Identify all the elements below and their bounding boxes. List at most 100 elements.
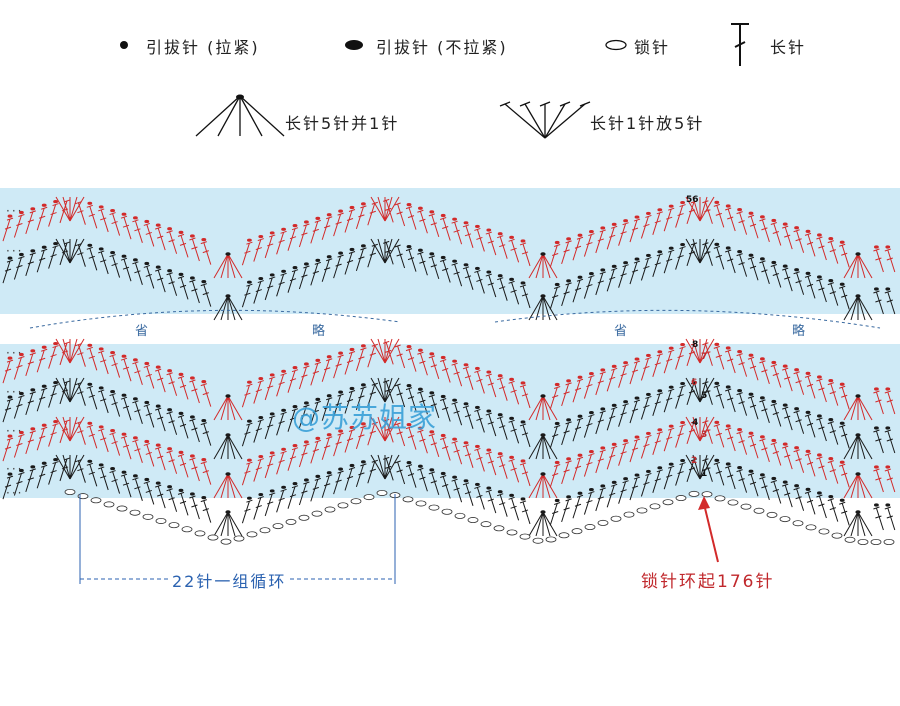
- stitch-bar: [816, 236, 823, 240]
- stitch: [333, 255, 342, 279]
- slip-dot: [110, 208, 115, 213]
- stitch-cross: [829, 469, 836, 473]
- stitch: [629, 400, 638, 424]
- row-number: 2: [691, 456, 698, 466]
- row-number: 6: [691, 378, 698, 388]
- stitch: [157, 269, 166, 293]
- stitch-cross: [4, 407, 12, 411]
- stitch-cross: [16, 223, 23, 226]
- slip-dot: [855, 510, 861, 514]
- stitch: [739, 254, 748, 277]
- stitch-cross: [324, 406, 331, 410]
- stitch: [761, 400, 770, 424]
- increase-fan: [377, 416, 386, 442]
- slip-dot: [41, 245, 47, 249]
- increase-fan: [699, 377, 708, 403]
- stitch: [241, 385, 250, 408]
- slip-dot: [7, 214, 13, 218]
- stitch-cross: [50, 212, 57, 216]
- decrease-fan: [850, 434, 859, 460]
- legend-label-dc: 长针: [770, 38, 807, 57]
- stitch-bar: [440, 475, 447, 479]
- stitch-bar: [497, 493, 504, 497]
- stitch: [169, 489, 178, 512]
- stitch-cross: [100, 217, 107, 221]
- chain-stitch: [428, 504, 440, 511]
- stitch-cross: [818, 287, 825, 291]
- omit-arc: [29, 309, 401, 329]
- stitch-cross: [335, 402, 342, 406]
- stitch: [355, 206, 364, 230]
- stitch-bar: [485, 231, 492, 235]
- stitch-cross: [631, 369, 639, 373]
- stitch-cross: [654, 401, 661, 405]
- slip-dot: [225, 433, 231, 437]
- stitch-bar: [668, 207, 675, 211]
- stitch: [499, 236, 508, 259]
- stitch: [629, 477, 638, 501]
- stitch: [476, 487, 485, 510]
- dc-5-increase-icon-top: [499, 101, 511, 107]
- stitch-cross: [369, 352, 376, 356]
- stitch-bar: [155, 368, 162, 372]
- stitch-cross: [715, 354, 722, 358]
- stitch-bar: [782, 445, 789, 449]
- stitch-cross: [829, 507, 836, 511]
- stitch: [488, 452, 497, 476]
- chain-stitch: [90, 497, 102, 504]
- stitch-cross: [654, 478, 661, 482]
- increase-fan: [377, 238, 386, 264]
- stitch-bar: [280, 450, 287, 454]
- slip-dot: [668, 204, 674, 208]
- stitch-bar: [303, 265, 310, 269]
- stitch: [640, 397, 649, 420]
- stitch-cross: [666, 358, 673, 362]
- increase-fan: [69, 454, 78, 480]
- stitch: [476, 371, 485, 394]
- chain-stitch: [701, 491, 713, 498]
- stitch: [112, 471, 121, 494]
- slip-dot: [577, 453, 583, 457]
- stitch: [652, 470, 661, 493]
- increase-fan: [692, 196, 701, 222]
- slip-dot: [486, 448, 492, 452]
- stitch: [264, 455, 273, 479]
- stitch: [397, 345, 406, 369]
- slip-dot: [178, 450, 184, 454]
- stitch-cross: [267, 463, 274, 467]
- stitch-cross: [289, 278, 297, 282]
- slip-dot: [646, 253, 651, 258]
- row-ellipsis: ···: [6, 204, 24, 218]
- stitch: [807, 415, 816, 438]
- slip-dot: [144, 261, 150, 266]
- stitch-bar: [770, 442, 777, 445]
- stitch: [796, 272, 805, 295]
- stitch: [321, 437, 330, 460]
- stitch: [203, 384, 212, 407]
- slip-dot: [269, 273, 275, 277]
- slip-dot: [269, 231, 275, 235]
- omit-arc: [494, 309, 881, 329]
- decrease-fan: [535, 473, 544, 499]
- stitch-bar: [645, 356, 652, 360]
- slip-dot: [440, 355, 446, 360]
- stitch-cross: [407, 435, 415, 439]
- stitch: [807, 454, 816, 477]
- stitch: [675, 205, 684, 228]
- slip-dot: [577, 491, 583, 495]
- stitch: [773, 265, 782, 288]
- slip-dot: [440, 255, 446, 260]
- stitch: [419, 431, 428, 454]
- stitch-cross: [346, 399, 354, 402]
- stitch: [310, 479, 319, 502]
- increase-fan: [69, 454, 85, 480]
- slip-dot: [828, 418, 834, 422]
- slip-dot: [634, 357, 640, 361]
- stitch-bar: [633, 260, 641, 264]
- stitch: [887, 249, 896, 273]
- slip-dot: [304, 262, 309, 266]
- slip-dot: [7, 395, 13, 399]
- slip-dot: [418, 248, 423, 252]
- stitch-cross: [597, 458, 604, 462]
- stitch: [191, 238, 200, 262]
